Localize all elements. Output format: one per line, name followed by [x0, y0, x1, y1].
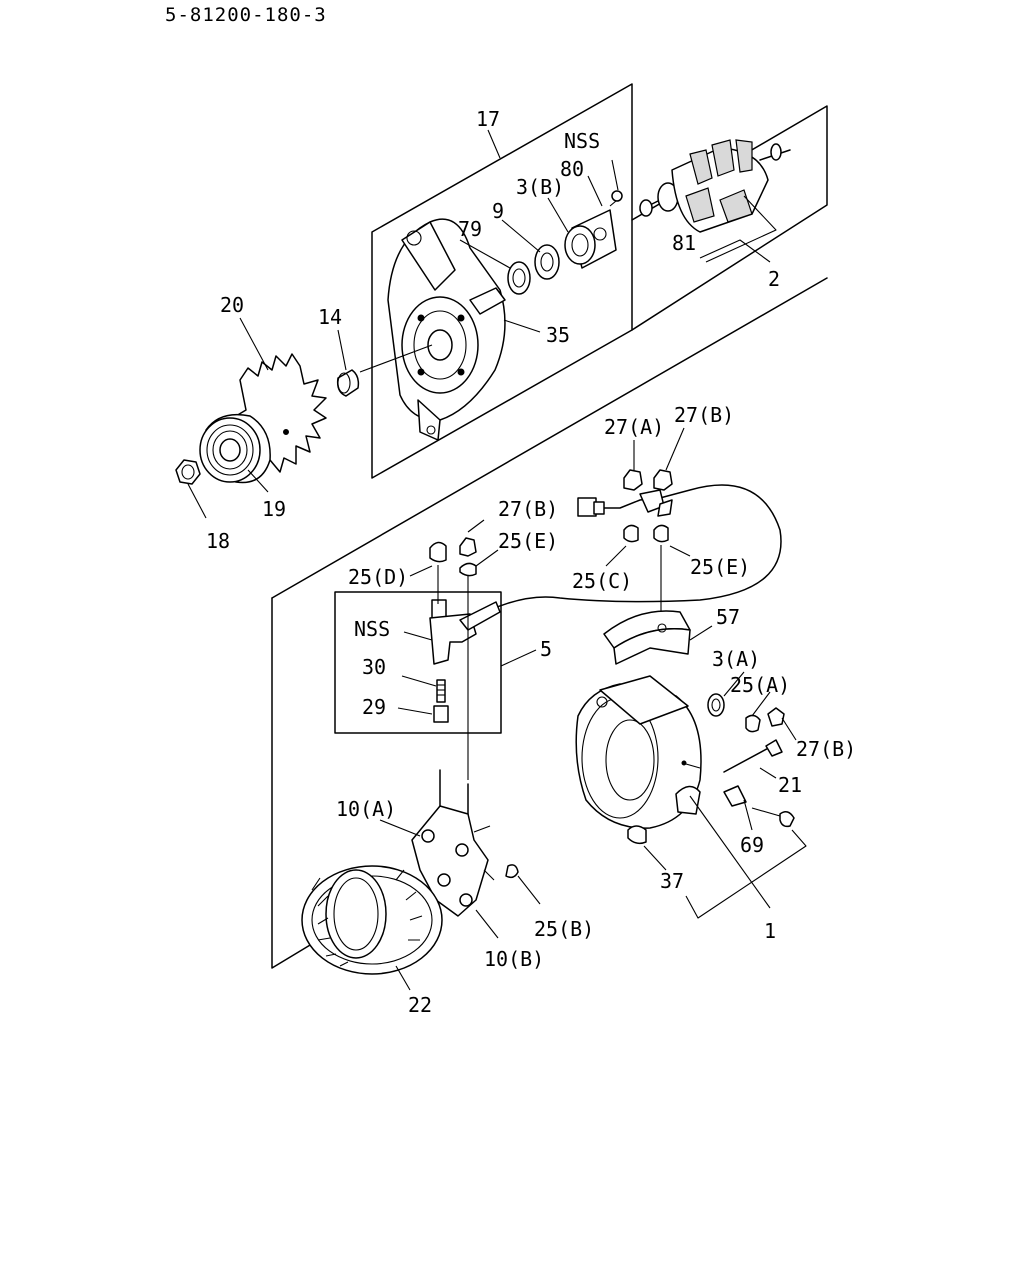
label-35: 35 [546, 323, 570, 347]
cover-57 [603, 610, 691, 665]
label-25b: 25(B) [534, 917, 594, 941]
label-29: 29 [362, 695, 386, 719]
rear-housing-1 [575, 675, 702, 845]
label-nss-top: NSS [564, 129, 600, 153]
brush-holder-5 [429, 599, 501, 723]
label-81: 81 [672, 231, 696, 255]
label-80: 80 [560, 157, 584, 181]
label-5: 5 [540, 637, 552, 661]
label-27a: 27(A) [604, 415, 664, 439]
label-22: 22 [408, 993, 432, 1017]
label-20: 20 [220, 293, 244, 317]
label-25c: 25(C) [572, 569, 632, 593]
label-27b-top: 27(B) [674, 403, 734, 427]
label-30: 30 [362, 655, 386, 679]
label-10b: 10(B) [484, 947, 544, 971]
label-9: 9 [492, 199, 504, 223]
label-1: 1 [764, 919, 776, 943]
part-labels: 17 NSS 80 3(B) 9 79 81 2 20 14 35 19 18 … [206, 107, 856, 1017]
label-3a: 3(A) [712, 647, 760, 671]
rectifier-10 [411, 769, 519, 917]
front-axis-line [359, 344, 433, 373]
brush-holder-frame [334, 591, 502, 734]
front-housing-35 [387, 218, 506, 441]
label-27b-mid: 27(B) [498, 497, 558, 521]
label-25d: 25(D) [348, 565, 408, 589]
label-25e-right: 25(E) [690, 555, 750, 579]
nut-18 [175, 459, 201, 485]
brush-hardware [429, 537, 477, 780]
rear-hardware [707, 693, 795, 828]
label-19: 19 [262, 497, 286, 521]
label-2: 2 [768, 267, 780, 291]
pulley-19 [199, 413, 271, 484]
label-57: 57 [716, 605, 740, 629]
document-id: 5-81200-180-3 [165, 4, 327, 26]
stator-22 [301, 865, 443, 975]
rotor-2 [639, 139, 791, 233]
label-18: 18 [206, 529, 230, 553]
label-14: 14 [318, 305, 342, 329]
leader-lines [187, 129, 807, 991]
label-37: 37 [660, 869, 684, 893]
label-69: 69 [740, 833, 764, 857]
label-27b-right: 27(B) [796, 737, 856, 761]
label-10a: 10(A) [336, 797, 396, 821]
label-21: 21 [778, 773, 802, 797]
label-25a: 25(A) [730, 673, 790, 697]
label-nss-mid: NSS [354, 617, 390, 641]
label-3b: 3(B) [516, 175, 564, 199]
bearing-stack [507, 190, 623, 295]
spacer-14 [336, 369, 360, 397]
label-79: 79 [458, 217, 482, 241]
label-17: 17 [476, 107, 500, 131]
wiring-harness [469, 484, 782, 621]
label-25e-mid: 25(E) [498, 529, 558, 553]
